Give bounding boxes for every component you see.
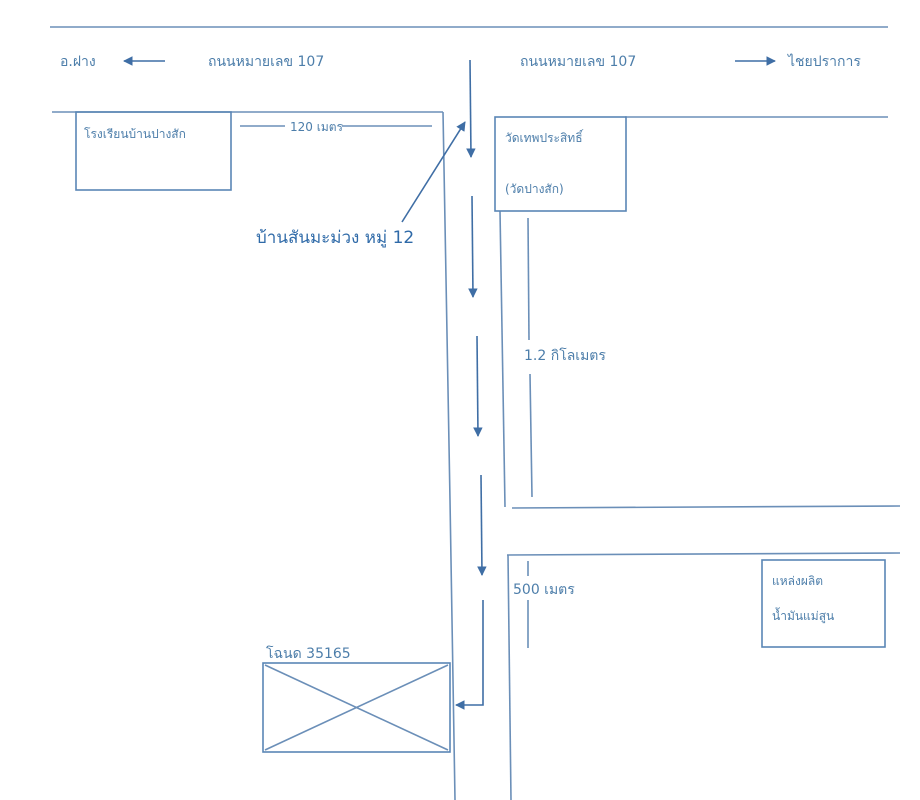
distance-line [527, 217, 530, 341]
cross-road-bottom-edge [506, 552, 901, 556]
deed-label: โฉนด 35165 [266, 645, 351, 662]
arrow-down-icon [477, 474, 487, 576]
factory-label-line2: น้ำมันแม่สูน [772, 607, 834, 624]
school-box [75, 111, 232, 191]
village-label: บ้านสันมะม่วง หมู่ 12 [256, 228, 414, 248]
village-pointer-arrow-icon [401, 121, 466, 223]
arrow-down-icon [466, 59, 476, 158]
distance-school-label: 120 เมตร [290, 120, 344, 134]
side-road-left-edge [442, 111, 456, 800]
arrow-down-icon [468, 195, 478, 298]
distance-km-label: 1.2 กิโลเมตร [524, 347, 606, 364]
direction-right-label: ไชยปราการ [787, 53, 861, 70]
factory-label-line1: แหล่งผลิต [772, 574, 823, 588]
route-arrows [455, 59, 487, 710]
arrow-down-icon [473, 335, 483, 437]
road-label-left: ถนนหมายเลข 107 [208, 54, 324, 70]
distance-line [529, 373, 533, 498]
arrow-turn-left-icon [455, 600, 484, 710]
temple-name: วัดเทพประสิทธิ์ [505, 129, 584, 145]
cross-road-top-edge [511, 505, 901, 509]
side-road-right-edge-upper [499, 210, 506, 508]
direction-left-label: อ.ฝาง [60, 54, 96, 70]
school-label: โรงเรียนบ้านปางสัก [84, 127, 186, 141]
roads [50, 26, 901, 800]
distance-500-label: 500 เมตร [513, 582, 575, 598]
temple-box [494, 116, 627, 212]
factory-box [761, 559, 886, 648]
temple-alt-name: (วัดปางสัก) [505, 182, 564, 196]
side-road-right-edge-lower [507, 554, 512, 800]
road-label-right: ถนนหมายเลข 107 [520, 54, 636, 70]
deed-plot [262, 662, 451, 753]
